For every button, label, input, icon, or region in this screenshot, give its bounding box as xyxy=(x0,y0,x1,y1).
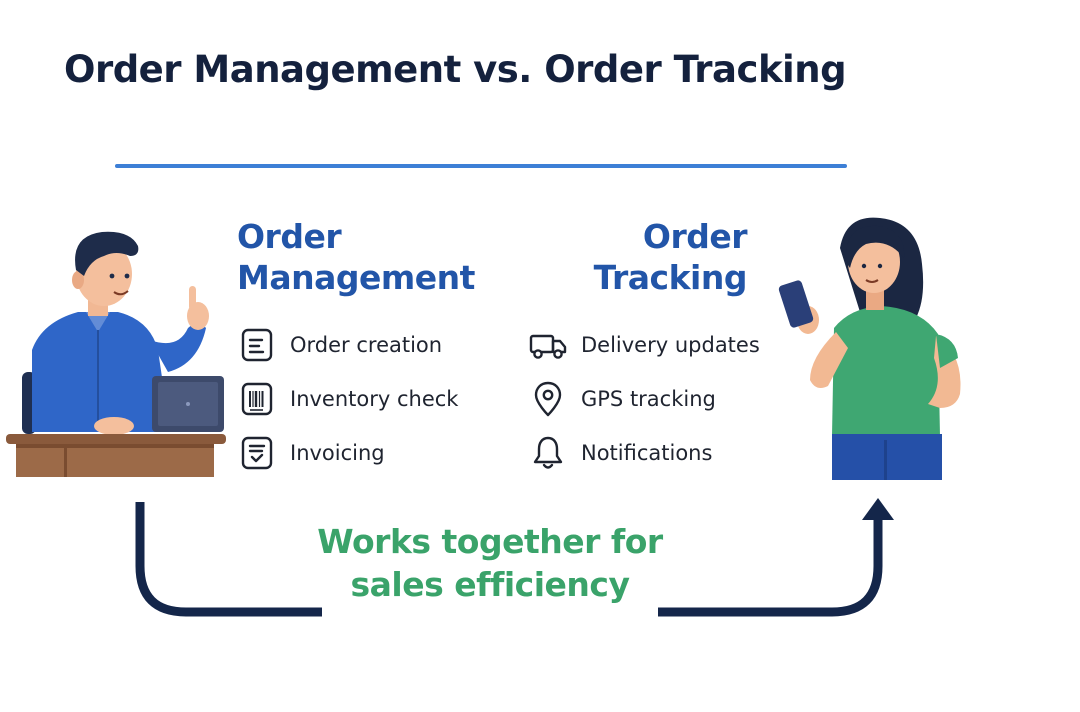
document-lines-icon xyxy=(241,328,273,362)
tracking-feature-list: Delivery updates GPS tracking Notificati… xyxy=(529,318,760,480)
feature-label: Order creation xyxy=(290,333,443,357)
list-item: Order creation xyxy=(240,318,458,372)
map-pin-icon xyxy=(534,381,562,417)
tracking-heading-line2: Tracking xyxy=(593,258,748,297)
barcode-icon xyxy=(241,382,273,416)
feature-label: Inventory check xyxy=(290,387,459,411)
feature-label: Invoicing xyxy=(290,441,385,465)
list-item: Delivery updates xyxy=(529,318,760,372)
tagline-line2: sales efficiency xyxy=(350,565,630,604)
tagline-line1: Works together for xyxy=(317,522,663,561)
list-item: Inventory check xyxy=(240,372,458,426)
page-title: Order Management vs. Order Tracking xyxy=(64,48,847,91)
man-at-desk-illustration xyxy=(6,231,226,477)
woman-with-phone-illustration xyxy=(778,217,961,480)
feature-label: Notifications xyxy=(581,441,713,465)
list-item: Invoicing xyxy=(240,426,458,480)
bell-icon xyxy=(533,436,563,469)
arrow-up-icon xyxy=(862,498,894,520)
feature-label: Delivery updates xyxy=(581,333,760,357)
tracking-heading: Order Tracking xyxy=(593,216,748,298)
invoice-check-icon xyxy=(241,436,273,470)
management-heading: Order Management xyxy=(237,216,475,298)
delivery-truck-icon xyxy=(529,334,567,359)
management-heading-line2: Management xyxy=(237,258,475,297)
list-item: Notifications xyxy=(529,426,760,480)
tracking-heading-line1: Order xyxy=(642,217,748,256)
left-connector-line xyxy=(135,502,322,617)
management-heading-line1: Order xyxy=(237,217,342,256)
management-feature-list: Order creation Inventory check Invoicing xyxy=(240,318,458,480)
feature-label: GPS tracking xyxy=(581,387,716,411)
list-item: GPS tracking xyxy=(529,372,760,426)
title-divider xyxy=(115,164,847,168)
right-connector-line xyxy=(658,514,883,617)
tagline: Works together for sales efficiency xyxy=(290,520,690,606)
